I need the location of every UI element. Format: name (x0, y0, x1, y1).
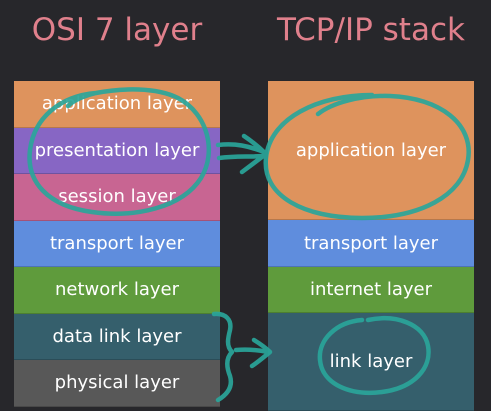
tcpip-transport-layer-label: transport layer (303, 232, 439, 254)
osi-presentation-layer-label: presentation layer (34, 139, 200, 161)
tcpip-application-layer: application layer (268, 81, 474, 220)
tcpip-internet-layer: internet layer (268, 267, 474, 313)
tcpip-internet-layer-label: internet layer (309, 279, 433, 300)
osi-physical-layer-label: physical layer (54, 372, 180, 394)
osi-application-layer: application layer (14, 81, 220, 128)
arrow-to-application-layer-annotation (215, 133, 269, 175)
osi-network-layer-label: network layer (55, 279, 179, 301)
osi-physical-layer: physical layer (14, 360, 220, 407)
osi-data-link-layer: data link layer (14, 313, 220, 360)
tcpip-transport-layer: transport layer (268, 220, 474, 267)
arrow-to-link-layer-annotation (233, 337, 273, 369)
tcpip-link-layer: link layer (268, 313, 474, 411)
tcpip-application-layer-label: application layer (295, 139, 447, 161)
osi-presentation-layer: presentation layer (14, 127, 220, 174)
tcpip-title: TCP/IP stack (277, 12, 465, 48)
osi-session-layer: session layer (14, 174, 220, 221)
osi-application-layer-label: application layer (41, 93, 193, 115)
osi-session-layer-label: session layer (58, 186, 176, 208)
osi-title: OSI 7 layer (31, 12, 203, 48)
tcpip-link-layer-label: link layer (329, 351, 413, 372)
osi-layer-stack: application layer presentation layer ses… (14, 81, 220, 407)
osi-network-layer: network layer (14, 267, 220, 314)
osi-transport-layer-label: transport layer (49, 232, 185, 254)
osi-transport-layer: transport layer (14, 220, 220, 267)
osi-data-link-layer-label: data link layer (52, 325, 182, 347)
tcpip-layer-stack: application layer transport layer intern… (268, 81, 474, 411)
